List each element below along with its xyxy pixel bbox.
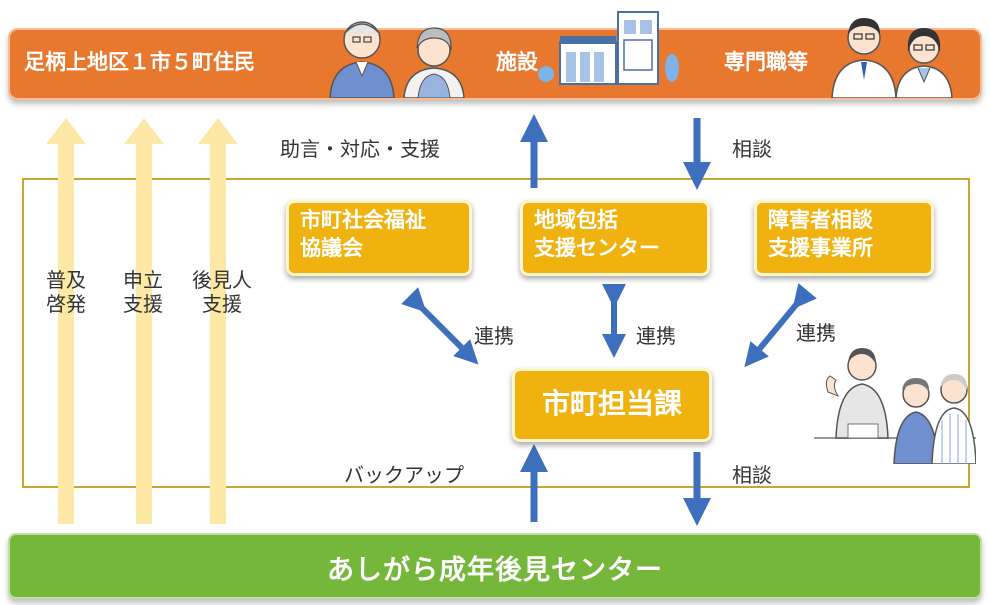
- facilities-label: 施設: [496, 50, 538, 74]
- org-community-support-center: 地域包括 支援センター: [520, 200, 710, 276]
- pale-upward-arrows: [46, 118, 238, 524]
- up-arrow-guardian: [198, 118, 238, 524]
- side-label-awareness: 普及 啓発: [46, 268, 86, 316]
- professionals-icon: [831, 18, 953, 98]
- label-link-right: 連携: [796, 321, 836, 345]
- meeting-people-icon: [814, 348, 976, 464]
- org-social-welfare-council: 市町社会福祉 協議会: [286, 200, 472, 276]
- org-disability-support-office: 障害者相談 支援事業所: [754, 200, 934, 276]
- facility-building-icon: [538, 11, 679, 85]
- arrow-link-right: [744, 283, 817, 368]
- label-consult-bottom: 相談: [732, 463, 772, 487]
- professionals-label: 専門職等: [724, 50, 808, 74]
- label-advice: 助言・対応・支援: [280, 137, 440, 161]
- label-link-left: 連携: [474, 324, 514, 348]
- guardianship-center-title: あしがら成年後見センター: [327, 555, 663, 586]
- elderly-people-icon: [329, 21, 465, 98]
- up-arrow-petition: [124, 118, 164, 524]
- up-arrow-awareness: [46, 118, 86, 524]
- side-label-guardian: 後見人 支援: [192, 268, 252, 316]
- org-municipal-department: 市町担当課: [512, 368, 712, 442]
- residents-band: [8, 28, 982, 100]
- label-link-center: 連携: [636, 324, 676, 348]
- label-consult-top: 相談: [732, 137, 772, 161]
- residents-label: 足柄上地区１市５町住民: [24, 50, 255, 74]
- guardianship-center-band: [8, 533, 982, 599]
- side-label-petition: 申立 支援: [123, 268, 163, 316]
- arrow-link-left: [401, 287, 479, 365]
- service-network-frame: [22, 178, 970, 488]
- label-backup: バックアップ: [344, 463, 464, 487]
